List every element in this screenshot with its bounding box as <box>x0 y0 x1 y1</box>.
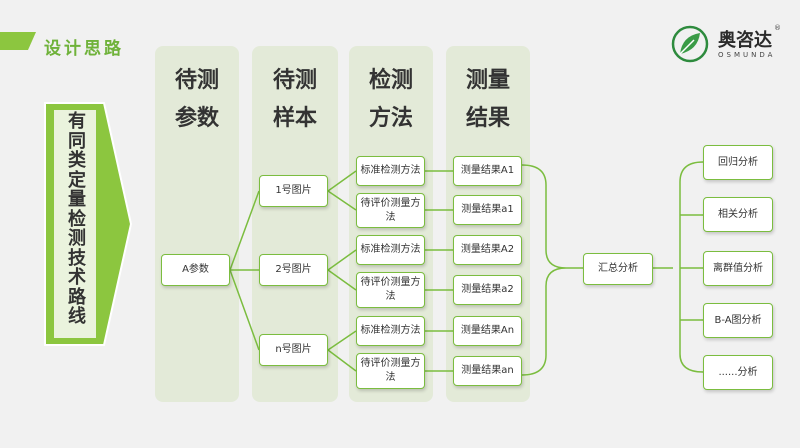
result-node: 测量结果A2 <box>453 235 522 265</box>
sample-node-n: n号图片 <box>259 334 328 366</box>
leaf-logo-icon <box>671 25 709 63</box>
analysis-node-bland-altman: B-A图分析 <box>703 303 773 338</box>
sample-node-1: 1号图片 <box>259 175 328 207</box>
logo-subtitle: OSMUNDA <box>718 51 776 59</box>
route-banner-label: 有同类定量检测技术路线 <box>68 111 86 327</box>
header-accent-bar <box>0 32 36 50</box>
result-node: 测量结果a1 <box>453 195 522 225</box>
method-node: 待评价测量方法 <box>356 353 425 389</box>
column-title-params: 待测参数 <box>174 68 219 131</box>
page-title: 设计思路 <box>44 39 124 59</box>
result-node: 测量结果an <box>453 356 522 386</box>
method-node: 标准检测方法 <box>356 235 425 265</box>
analysis-node-regression: 回归分析 <box>703 145 773 180</box>
column-title-samples: 待测样本 <box>272 68 317 131</box>
column-params <box>155 46 239 402</box>
column-title-methods: 检测方法 <box>368 68 413 131</box>
sample-node-2: 2号图片 <box>259 254 328 286</box>
logo: 奥咨达 OSMUNDA ® <box>670 22 782 66</box>
logo-name: 奥咨达 <box>718 30 772 51</box>
column-title-results: 测量结果 <box>465 68 510 131</box>
summary-node: 汇总分析 <box>583 253 653 285</box>
method-node: 标准检测方法 <box>356 156 425 186</box>
analysis-node-other: ......分析 <box>703 355 773 390</box>
analysis-node-correlation: 相关分析 <box>703 197 773 232</box>
analysis-node-outlier: 离群值分析 <box>703 251 773 286</box>
registered-mark: ® <box>774 24 781 32</box>
param-node: A参数 <box>161 254 230 286</box>
result-node: 测量结果a2 <box>453 275 522 305</box>
result-node: 测量结果A1 <box>453 156 522 186</box>
method-node: 待评价测量方法 <box>356 272 425 308</box>
result-node: 测量结果An <box>453 316 522 346</box>
method-node: 待评价测量方法 <box>356 193 425 228</box>
route-banner-arrow <box>44 102 133 346</box>
method-node: 标准检测方法 <box>356 316 425 346</box>
